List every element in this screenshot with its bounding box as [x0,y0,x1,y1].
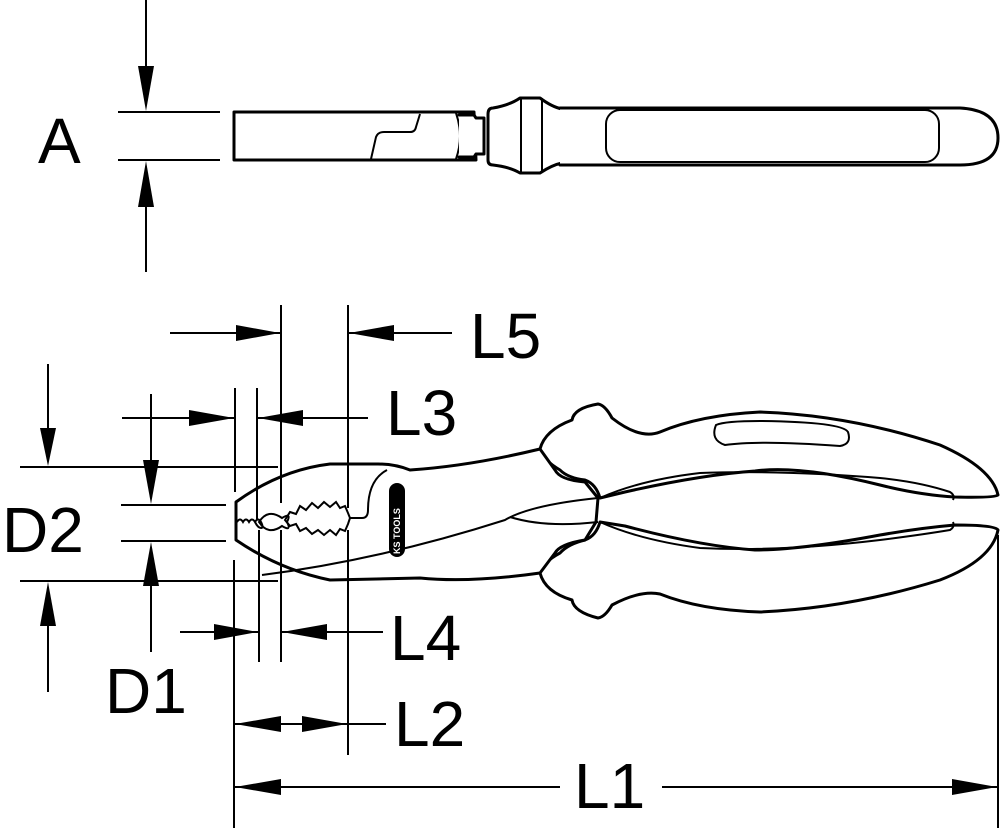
svg-text:KS TOOLS: KS TOOLS [392,508,402,554]
top-view-neck [457,113,486,159]
dimension-label-l4: L4 [390,602,461,674]
dimension-l3: L3 [122,377,457,449]
dimension-label-d2: D2 [2,494,84,566]
lower-handle [538,520,1000,620]
dimension-label-l2: L2 [394,688,465,760]
lower-handle-inner-edge [599,521,955,550]
dimension-l1: L1 [235,750,997,822]
dimension-label-d1: D1 [105,655,187,727]
dimension-label-l3: L3 [386,377,457,449]
jaw-tip-teeth [236,518,264,530]
upper-handle [538,402,1000,500]
dimension-label-l5: L5 [470,300,541,372]
top-view-jaw-step [370,113,421,160]
top-view-collar [486,96,567,175]
ks-tools-logo: KS TOOLS [389,483,405,557]
dimension-l4: L4 [180,602,461,674]
pliers-top-view [232,96,1000,175]
top-view-handle-grip-inset [605,109,940,163]
dimension-d2: D2 [2,364,84,692]
jaw-joint-line [350,469,388,519]
pliers-head [234,447,600,582]
top-view-jaw [232,110,478,162]
jaw-pipe-grip [283,500,352,537]
jaw-crossing-line-2 [509,516,599,526]
dimension-l5: L5 [170,300,541,372]
upper-handle-slot [713,419,850,448]
dimension-label-a: A [38,105,81,177]
dimension-a: A [38,0,220,272]
jaw-crossing-line [261,497,599,576]
upper-handle-inner-edge [599,471,955,501]
top-view-handle [558,106,1000,167]
dimension-label-l1: L1 [574,750,645,822]
pliers-front-view: KS TOOLS [234,402,1000,620]
dimension-l2: L2 [235,688,465,760]
dimension-d1: D1 [105,394,187,727]
